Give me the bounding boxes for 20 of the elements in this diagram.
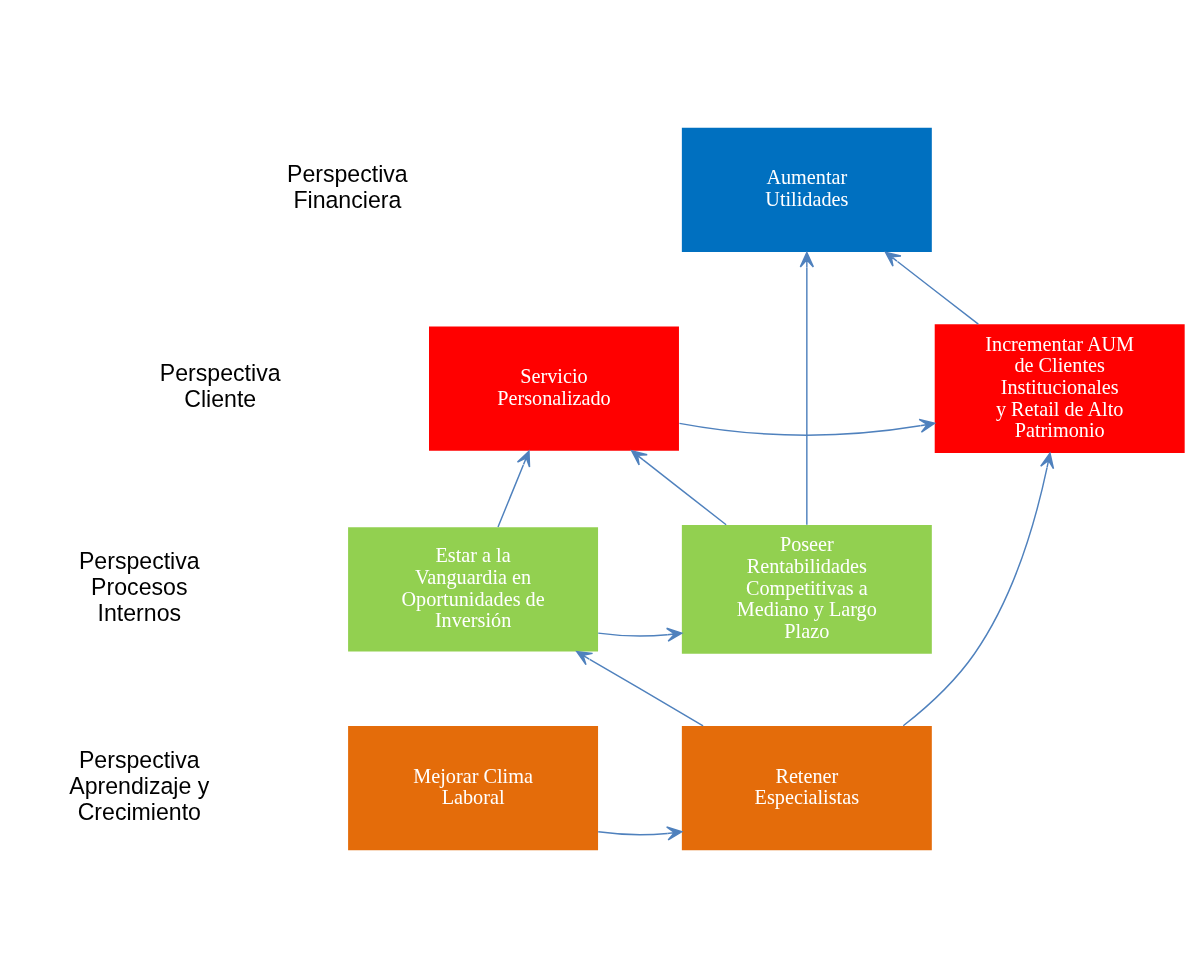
arrow <box>902 452 1055 727</box>
label: Perspectiva Financiera <box>286 161 408 214</box>
arrow <box>884 251 979 325</box>
node-box: Retener Especialistas <box>681 725 932 851</box>
label: Perspectiva Aprendizaje y Crecimiento <box>69 746 210 825</box>
label: Perspectiva Procesos Internos <box>78 547 200 626</box>
node-box: Incrementar AUM de Clientes Institucionales y Retail de Alto Patrimonio <box>934 324 1185 453</box>
node-box: Poseer Rentabilidades Competitivas a Mediano y Largo Plazo <box>681 525 932 654</box>
label: Perspectiva Cliente <box>159 360 281 413</box>
arrow <box>597 627 683 642</box>
arrow <box>597 826 683 841</box>
arrow <box>799 251 815 526</box>
node-box: Aumentar Utilidades <box>681 127 932 253</box>
node-box: Mejorar Clima Laboral <box>348 725 599 851</box>
node-box: Estar a la Vanguardia en Oportunidades de Inversión <box>348 527 599 652</box>
node-box: Servicio Personalizado <box>429 326 679 451</box>
arrow <box>576 650 704 727</box>
arrow <box>678 418 936 436</box>
arrow <box>631 450 727 526</box>
arrow <box>497 450 531 528</box>
